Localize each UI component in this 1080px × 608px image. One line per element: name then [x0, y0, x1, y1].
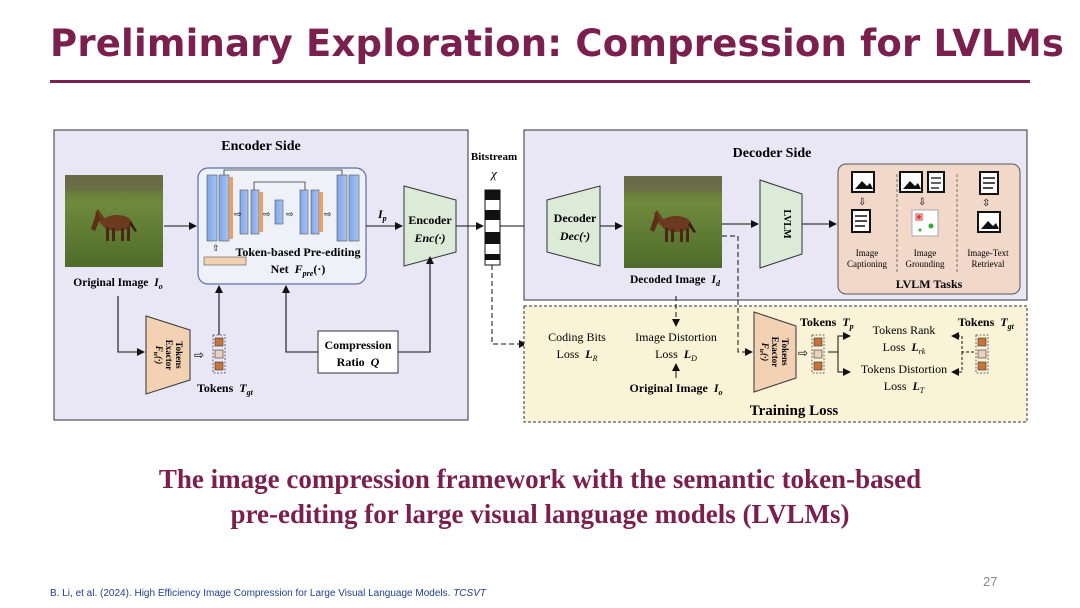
- training-loss-panel: Training Loss Coding Bits Loss LR Image …: [523, 235, 1028, 423]
- svg-text:Tokens: Tokens: [780, 338, 790, 366]
- citation: B. Li, et al. (2024). High Efficiency Im…: [50, 588, 486, 599]
- svg-text:Compression: Compression: [324, 338, 391, 352]
- svg-text:⇨: ⇨: [234, 209, 242, 219]
- tokens-gt-encoder: [212, 334, 226, 374]
- svg-text:⇳: ⇳: [982, 198, 990, 209]
- svg-text:⇨: ⇨: [263, 209, 271, 219]
- svg-text:⇨: ⇨: [324, 209, 332, 219]
- decoder-module: Decoder Dec(·): [546, 185, 601, 267]
- svg-text:⇩: ⇩: [858, 197, 866, 208]
- svg-text:⇩: ⇩: [918, 197, 926, 208]
- encoder-side-title: Encoder Side: [221, 139, 300, 154]
- svg-text:Retrieval: Retrieval: [972, 259, 1005, 269]
- svg-text:Loss Lrk: Loss Lrk: [883, 340, 926, 356]
- framework-diagram: Encoder Side Original Image Io ⇨ ⇨: [53, 129, 1028, 423]
- svg-text:Grounding: Grounding: [906, 259, 945, 269]
- decoded-image: [624, 176, 722, 268]
- svg-text:Loss LD: Loss LD: [655, 347, 697, 363]
- svg-text:Image: Image: [856, 248, 879, 258]
- svg-text:Tokens: Tokens: [174, 341, 184, 369]
- svg-text:Tokens Rank: Tokens Rank: [873, 323, 936, 337]
- decoded-image-label: Decoded Image Id: [630, 274, 721, 288]
- tokens-exactor-loss: Tokens Exactor Fte(·): [753, 311, 797, 393]
- svg-text:Decoder: Decoder: [554, 211, 597, 225]
- lvlm-tasks-panel: ⇩ Image Captioning ⇩ Image Grounding: [837, 163, 1021, 295]
- svg-text:LVLM Tasks: LVLM Tasks: [896, 277, 963, 291]
- svg-text:χ: χ: [489, 166, 497, 181]
- tokens-gt-label: Tokens Tgt: [197, 381, 254, 397]
- original-image-label: Original Image Io: [73, 277, 162, 291]
- preediting-label-line1: Token-based Pre-editing: [235, 245, 360, 259]
- caption-line-2: pre-editing for large visual language mo…: [230, 499, 850, 529]
- svg-text:Tokens Tgt: Tokens Tgt: [958, 315, 1015, 331]
- original-image: [65, 175, 163, 267]
- svg-text:Image Distortion: Image Distortion: [635, 330, 717, 344]
- figure-caption: The image compression framework with the…: [0, 462, 1080, 532]
- tokens-p-loss: [811, 334, 825, 374]
- svg-text:Encoder: Encoder: [408, 213, 452, 227]
- tokens-gt-loss: [975, 334, 989, 374]
- svg-text:Bitstream: Bitstream: [471, 151, 517, 163]
- svg-text:Tokens Tp: Tokens Tp: [800, 315, 854, 331]
- svg-text:Coding Bits: Coding Bits: [548, 330, 606, 344]
- tokens-exactor-encoder: Tokens Exactor Fte(·): [145, 315, 191, 395]
- encoder-side-panel: Encoder Side Original Image Io ⇨ ⇨: [53, 129, 469, 421]
- caption-line-1: The image compression framework with the…: [158, 464, 922, 494]
- slide-title: Preliminary Exploration: Compression for…: [50, 22, 1065, 65]
- svg-text:Exactor: Exactor: [770, 337, 780, 368]
- svg-text:Ratio Q: Ratio Q: [337, 355, 380, 369]
- svg-text:Fte(·): Fte(·): [152, 345, 164, 365]
- svg-text:Tokens Distortion: Tokens Distortion: [861, 362, 947, 376]
- citation-venue: TCSVT: [453, 588, 486, 599]
- bitstream: Bitstream χ: [456, 151, 546, 348]
- lvlm-module: LVLM: [759, 179, 803, 269]
- decoder-side-panel: Decoder Side Decoder Dec(·) Decoded Imag…: [523, 129, 1028, 301]
- document-icon: [927, 171, 945, 193]
- svg-text:Image-Text: Image-Text: [967, 248, 1009, 258]
- svg-text:Original Image Io: Original Image Io: [630, 381, 723, 397]
- title-underline: [50, 80, 1030, 83]
- svg-text:Image: Image: [914, 248, 937, 258]
- page-number: 27: [983, 574, 998, 589]
- preediting-label-line2: Net Fpre(·): [271, 262, 326, 278]
- svg-text:Loss LT: Loss LT: [884, 379, 925, 395]
- svg-text:Loss LR: Loss LR: [557, 347, 598, 363]
- citation-text: B. Li, et al. (2024). High Efficiency Im…: [50, 588, 454, 599]
- encoder-module: Encoder Enc(·): [403, 185, 457, 267]
- svg-text:Enc(·): Enc(·): [414, 231, 446, 245]
- svg-text:Dec(·): Dec(·): [559, 229, 590, 243]
- svg-text:LVLM: LVLM: [781, 209, 792, 239]
- preediting-network: ⇨ ⇨ ⇨ ⇨ ⇧ Token-based Pre-editing Net Fp…: [197, 167, 367, 285]
- svg-text:⇨: ⇨: [798, 346, 808, 360]
- svg-text:Training Loss: Training Loss: [750, 403, 839, 419]
- svg-text:⇨: ⇨: [286, 209, 294, 219]
- svg-text:Captioning: Captioning: [847, 259, 887, 269]
- svg-text:Exactor: Exactor: [164, 340, 174, 371]
- svg-text:⇨: ⇨: [194, 348, 204, 362]
- svg-text:⇧: ⇧: [212, 243, 220, 253]
- ip-label: Ip: [377, 207, 387, 223]
- svg-text:Fte(·): Fte(·): [758, 342, 770, 362]
- compression-ratio-box: Compression Ratio Q: [317, 330, 399, 374]
- decoder-side-title: Decoder Side: [733, 146, 812, 161]
